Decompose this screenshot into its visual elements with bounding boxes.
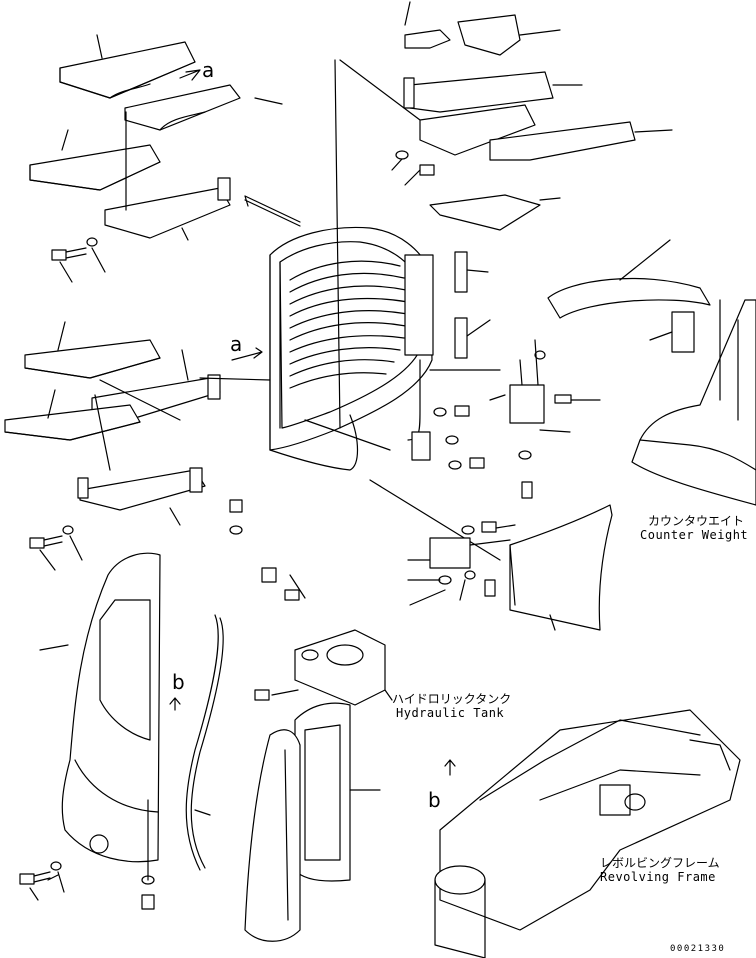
counterweight-label-jp: カウンタウエイト xyxy=(648,514,745,528)
cover-top-right-1 xyxy=(403,71,583,113)
rubber-block-1 xyxy=(454,251,468,293)
callout-b-right: b xyxy=(428,788,441,812)
long-door-center xyxy=(244,729,301,942)
arrow-b-mid xyxy=(169,697,181,711)
plate-top-right-wedge xyxy=(457,14,561,56)
counterweight-block xyxy=(671,311,695,353)
seal-strip xyxy=(185,614,224,871)
side-cover-right xyxy=(509,504,613,631)
cover-plate-mid-left xyxy=(29,144,161,191)
rubber-block-2 xyxy=(454,317,468,359)
hinge-bracket-center-2 xyxy=(407,521,516,606)
revolving-frame-label-jp: レボルビングフレーム xyxy=(600,856,720,870)
cover-plate-left-3 xyxy=(4,404,141,441)
revolving-frame-label-en: Revolving Frame xyxy=(600,870,716,884)
callout-a-top: a xyxy=(202,58,215,82)
drawing-code: 00021330 xyxy=(670,944,726,954)
revolving-frame xyxy=(434,709,741,958)
bolts-center-mid xyxy=(229,499,306,701)
cover-plate-top-left xyxy=(59,41,196,99)
callout-a-left: a xyxy=(230,332,243,356)
left-door-frame xyxy=(39,552,161,881)
hydraulic-tank-label-jp: ハイドロリックタンク xyxy=(392,692,512,706)
bracket-top-left-upper xyxy=(124,84,241,131)
hydraulic-tank-label-en: Hydraulic Tank xyxy=(396,706,505,720)
arrow-b-right xyxy=(444,759,456,776)
bolt-left-upper xyxy=(51,237,106,283)
cover-plate-left-2 xyxy=(24,339,161,379)
hydraulic-tank xyxy=(294,629,393,706)
arrow-a-left xyxy=(231,347,263,361)
bracket-top-left-lower xyxy=(104,177,231,239)
rod-top xyxy=(244,195,301,227)
hinge-bracket-center-1 xyxy=(411,405,485,470)
counterweight-label-en: Counter Weight xyxy=(640,528,749,542)
plate-top-right-4 xyxy=(429,194,561,231)
bolt-top-right xyxy=(391,150,435,186)
callout-b-mid: b xyxy=(172,670,185,694)
counterweight-cover xyxy=(547,239,711,319)
radiator-grille-assembly xyxy=(269,226,434,471)
bolt-left-lower xyxy=(19,861,65,901)
cover-top-right-3 xyxy=(489,121,673,161)
plate-top-right-small xyxy=(404,1,451,49)
counterweight xyxy=(631,299,756,506)
bolt-center-lower xyxy=(141,799,155,910)
tank-side-cover xyxy=(294,702,381,882)
hinge-bracket-right xyxy=(489,339,601,499)
arrow-a-top xyxy=(179,69,201,81)
bracket-left-3 xyxy=(77,467,206,511)
bolt-left-mid xyxy=(29,525,83,571)
